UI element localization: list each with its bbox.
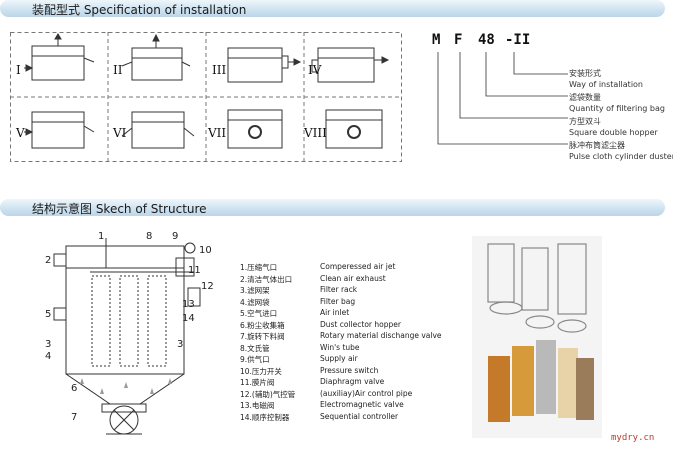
annotation-hopper-cn: 方型双斗 (569, 117, 601, 126)
legend-item-cn: 1.压缩气口 (240, 263, 278, 272)
diagram-callout-7: 7 (71, 412, 78, 423)
diagram-callout-3-right: 3 (177, 339, 184, 350)
diagram-callout-1: 1 (98, 231, 105, 242)
filter-bag-photo (472, 236, 602, 438)
annotation-qty-cn: 滤袋数量 (569, 93, 601, 102)
legend-item-en: Filter bag (320, 296, 356, 306)
annotation-duster-en: Pulse cloth cylinder duster (569, 152, 673, 161)
section-title-structure: 结构示意图 Skech of Structure (32, 202, 207, 216)
legend-item-cn: 6.粉尘收集箱 (240, 320, 285, 330)
diagram-callout-5: 5 (45, 309, 52, 320)
diagram-callout-4: 4 (45, 351, 52, 362)
diagram-callout-13: 13 (182, 299, 195, 310)
structure-diagram (53, 238, 201, 435)
legend-item-cn: 4.滤网袋 (240, 297, 270, 307)
model-part-ii: -II (505, 32, 531, 48)
legend-item-cn: 13.电磁阀 (240, 401, 275, 410)
section-header-structure (0, 199, 665, 216)
install-label-2: II (113, 63, 123, 77)
diagram-callout-3-left: 3 (45, 339, 52, 350)
legend-item-en: Clean air exhaust (320, 273, 386, 283)
diagram-callout-9: 9 (172, 231, 179, 242)
diagram-callout-11: 11 (188, 265, 201, 276)
legend-item-en: Win's tube (320, 342, 360, 352)
legend-item-cn: 14.顺序控制器 (240, 412, 290, 422)
install-label-3: III (212, 63, 227, 77)
model-leader-lines (437, 52, 568, 145)
legend-item-en: Comperessed air jet (320, 262, 396, 271)
diagram-callout-14: 14 (182, 313, 195, 324)
legend-item-en: Electromagnetic valve (320, 400, 404, 409)
install-label-1: I (16, 63, 21, 77)
model-part-m: M (432, 32, 441, 48)
install-label-8: VIII (304, 126, 327, 140)
model-part-f: F (454, 32, 463, 48)
legend-item-en: Supply air (320, 354, 358, 363)
legend-item-cn: 2.清洁气体出口 (240, 274, 293, 284)
diagram-callout-6: 6 (71, 383, 78, 394)
legend-item-cn: 5.空气进口 (240, 309, 278, 318)
watermark: mydry.cn (611, 433, 655, 443)
install-label-5: V (16, 126, 25, 140)
legend-item-cn: 8.文氏管 (240, 343, 270, 353)
annotation-duster-cn: 脉冲布筒滤尘器 (569, 141, 625, 150)
legend-item-en: Pressure switch (320, 365, 379, 375)
section-title-installation: 装配型式 Specification of installation (32, 3, 247, 17)
diagram-callout-12: 12 (201, 281, 214, 292)
legend-item-en: Rotary material dischange valve (320, 331, 442, 340)
annotation-way-cn: 安装形式 (569, 69, 601, 78)
annotation-hopper-en: Square double hopper (569, 128, 658, 137)
annotation-qty-en: Quantity of filtering bag (569, 104, 665, 113)
annotation-way-en: Way of installation (569, 80, 644, 89)
legend-item-en: Air inlet (320, 308, 350, 317)
legend-item-cn: 3.滤网架 (240, 286, 270, 295)
legend-item-en: Filter rack (320, 285, 358, 294)
legend-item-cn: 10.压力开关 (240, 366, 282, 376)
legend-item-cn: 12.(辅助)气控管 (240, 389, 296, 399)
install-label-6: VI (113, 126, 127, 140)
diagram-callout-8: 8 (146, 231, 153, 242)
model-part-48: 48 (478, 32, 495, 48)
legend-item-cn: 7.旋转下料阀 (240, 332, 285, 341)
install-label-4: IV (308, 63, 322, 77)
legend-item-en: Dust collector hopper (320, 319, 401, 329)
legend-item-cn: 9.供气口 (240, 355, 270, 364)
legend-item-en: Sequential controller (320, 411, 399, 421)
diagram-callout-2: 2 (45, 255, 52, 266)
install-label-7: VII (208, 126, 227, 140)
diagram-callout-10: 10 (199, 245, 212, 256)
legend-item-en: Diaphragm valve (320, 377, 385, 386)
legend-item-cn: 11.膜片阀 (240, 378, 275, 387)
section-header-installation (0, 0, 665, 17)
installation-grid (10, 32, 402, 162)
legend-item-en: (auxiliay)Air control pipe (320, 388, 413, 398)
